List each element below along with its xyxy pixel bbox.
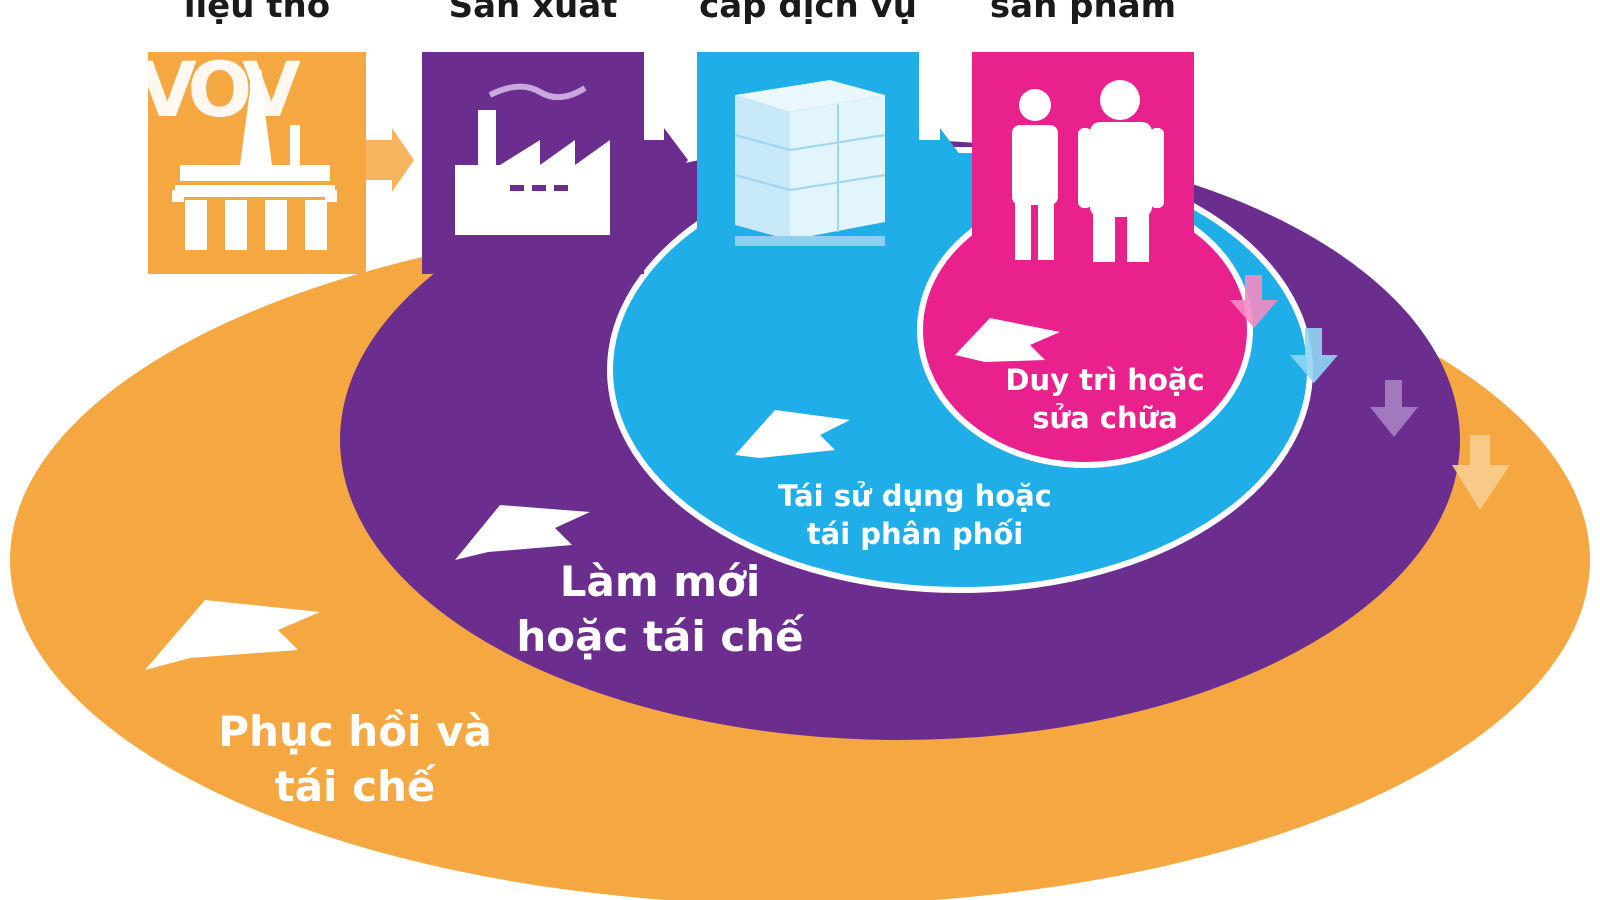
people-icon <box>1012 80 1164 262</box>
loop-label-recover: Phục hồi và tái chế <box>218 707 492 811</box>
stage-label-service: cấp dịch vụ <box>699 0 917 26</box>
arrow-3 <box>919 128 964 192</box>
vov-logo: VOV <box>138 45 301 134</box>
down-arrow-orange <box>1452 435 1510 510</box>
stage-label-product: sản phẩm <box>989 0 1177 26</box>
up-arrow-reuse <box>735 410 850 458</box>
factory-icon <box>455 83 610 235</box>
up-arrow-recover <box>145 600 320 670</box>
arrow-1 <box>366 128 414 192</box>
pallet-boxes-icon <box>734 80 886 246</box>
oil-rig-icon <box>172 70 337 250</box>
arrow-2 <box>644 128 688 192</box>
loop-label-maintain: Duy trì hoặc sửa chữa <box>1005 363 1205 435</box>
down-arrow-blue <box>1290 328 1338 383</box>
stage-label-production: Sản xuất <box>448 0 618 26</box>
up-arrow-maintain <box>955 318 1060 362</box>
up-arrow-refurbish <box>455 505 590 560</box>
down-arrow-pink <box>1230 275 1278 328</box>
loop-label-refurbish: Làm mới hoặc tái chế <box>516 557 804 661</box>
down-arrow-purple <box>1370 380 1418 437</box>
loop-label-reuse: Tái sử dụng hoặc tái phân phối <box>778 479 1052 551</box>
stage-label-raw-materials: liệu thô <box>183 0 331 26</box>
